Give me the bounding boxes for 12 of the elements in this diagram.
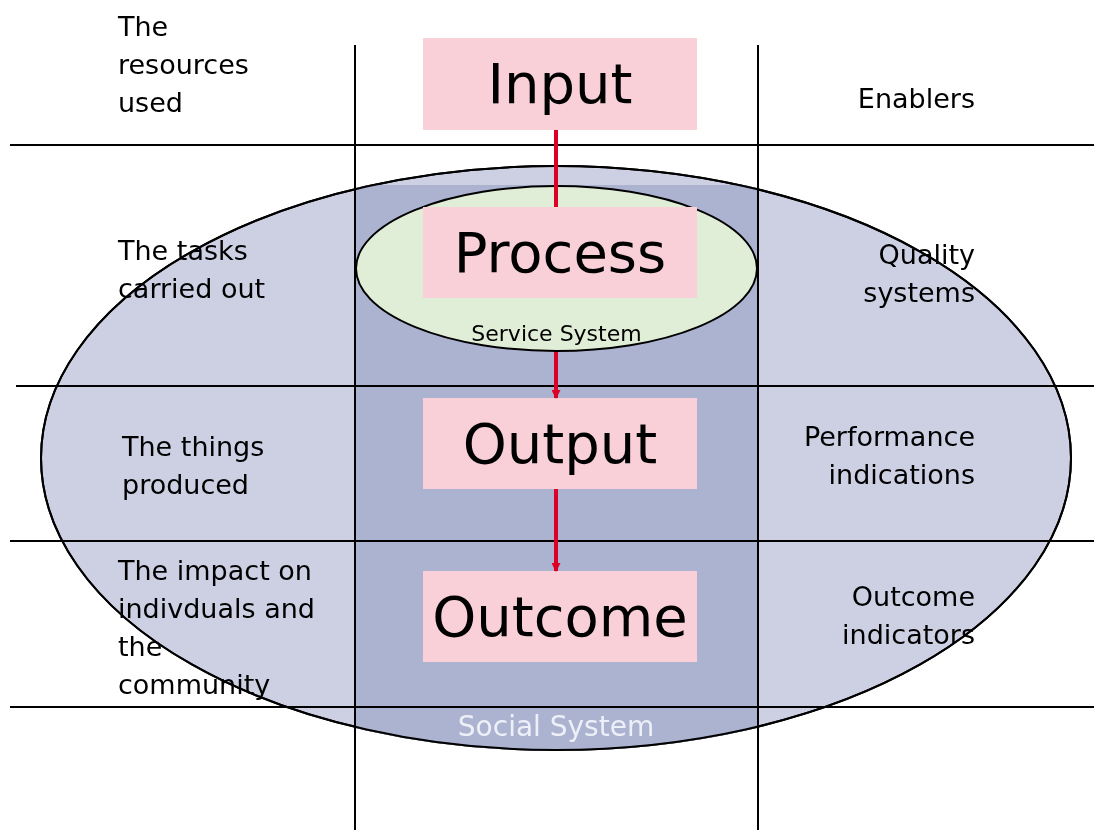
stage-box: Input [423,38,697,130]
system-label: Service System [471,321,642,346]
row-label: The things produced [122,430,266,502]
stage-box: Process [423,207,697,298]
stage-box: Outcome [423,571,697,662]
stage-box: Output [423,398,697,489]
row-label: The resources used [118,10,250,120]
arrow [551,489,561,572]
system-label: Social System [457,712,655,743]
arrow [551,352,561,399]
row-label: Performance indications [802,420,975,492]
row-label: Enablers [856,82,975,116]
